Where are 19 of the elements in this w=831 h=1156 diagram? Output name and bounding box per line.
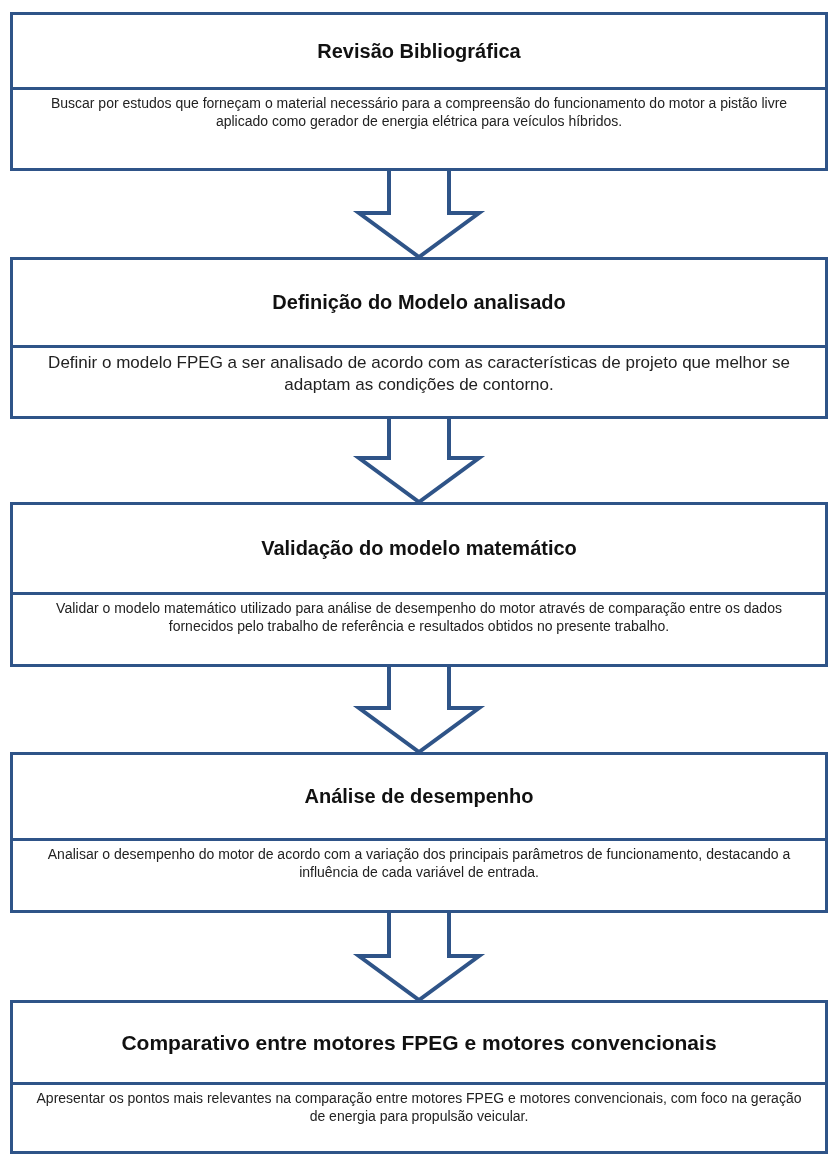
step-title: Análise de desempenho	[304, 785, 534, 808]
step-description: Definir o modelo FPEG a ser analisado de acordo com as características de projeto que melhor se adaptam as condições de contorno.	[47, 352, 791, 397]
step-box	[10, 502, 828, 667]
step-box	[10, 752, 828, 913]
block-arrow	[352, 168, 486, 260]
step-description: Analisar o desempenho do motor de acordo com a variação dos principais parâmetros de funcionamento, destacando a influência de cada variável de entrada.	[46, 845, 792, 882]
step-box	[10, 12, 828, 171]
block-arrow	[352, 910, 486, 1003]
step-title: Validação do modelo matemático	[261, 537, 577, 560]
step-description: Apresentar os pontos mais relevantes na comparação entre motores FPEG e motores convencionais, com foco na geração de energia para propulsão veicular.	[35, 1089, 803, 1126]
step-box	[10, 257, 828, 419]
block-arrow	[352, 664, 486, 755]
step-description: Buscar por estudos que forneçam o material necessário para a compreensão do funcionamento do motor a pistão livre aplicado como gerador de energia elétrica para veículos híbridos.	[49, 94, 789, 131]
step-title: Definição do Modelo analisado	[272, 291, 566, 314]
step-title: Comparativo entre motores FPEG e motores convencionais	[121, 1030, 717, 1055]
step-title: Revisão Bibliográfica	[317, 39, 521, 63]
step-description: Validar o modelo matemático utilizado para análise de desempenho do motor através de comparação entre os dados fornecidos pelo trabalho de referência e resultados obtidos no presente trabalho.	[55, 599, 783, 636]
block-arrow	[352, 416, 486, 505]
step-box	[10, 1000, 828, 1154]
